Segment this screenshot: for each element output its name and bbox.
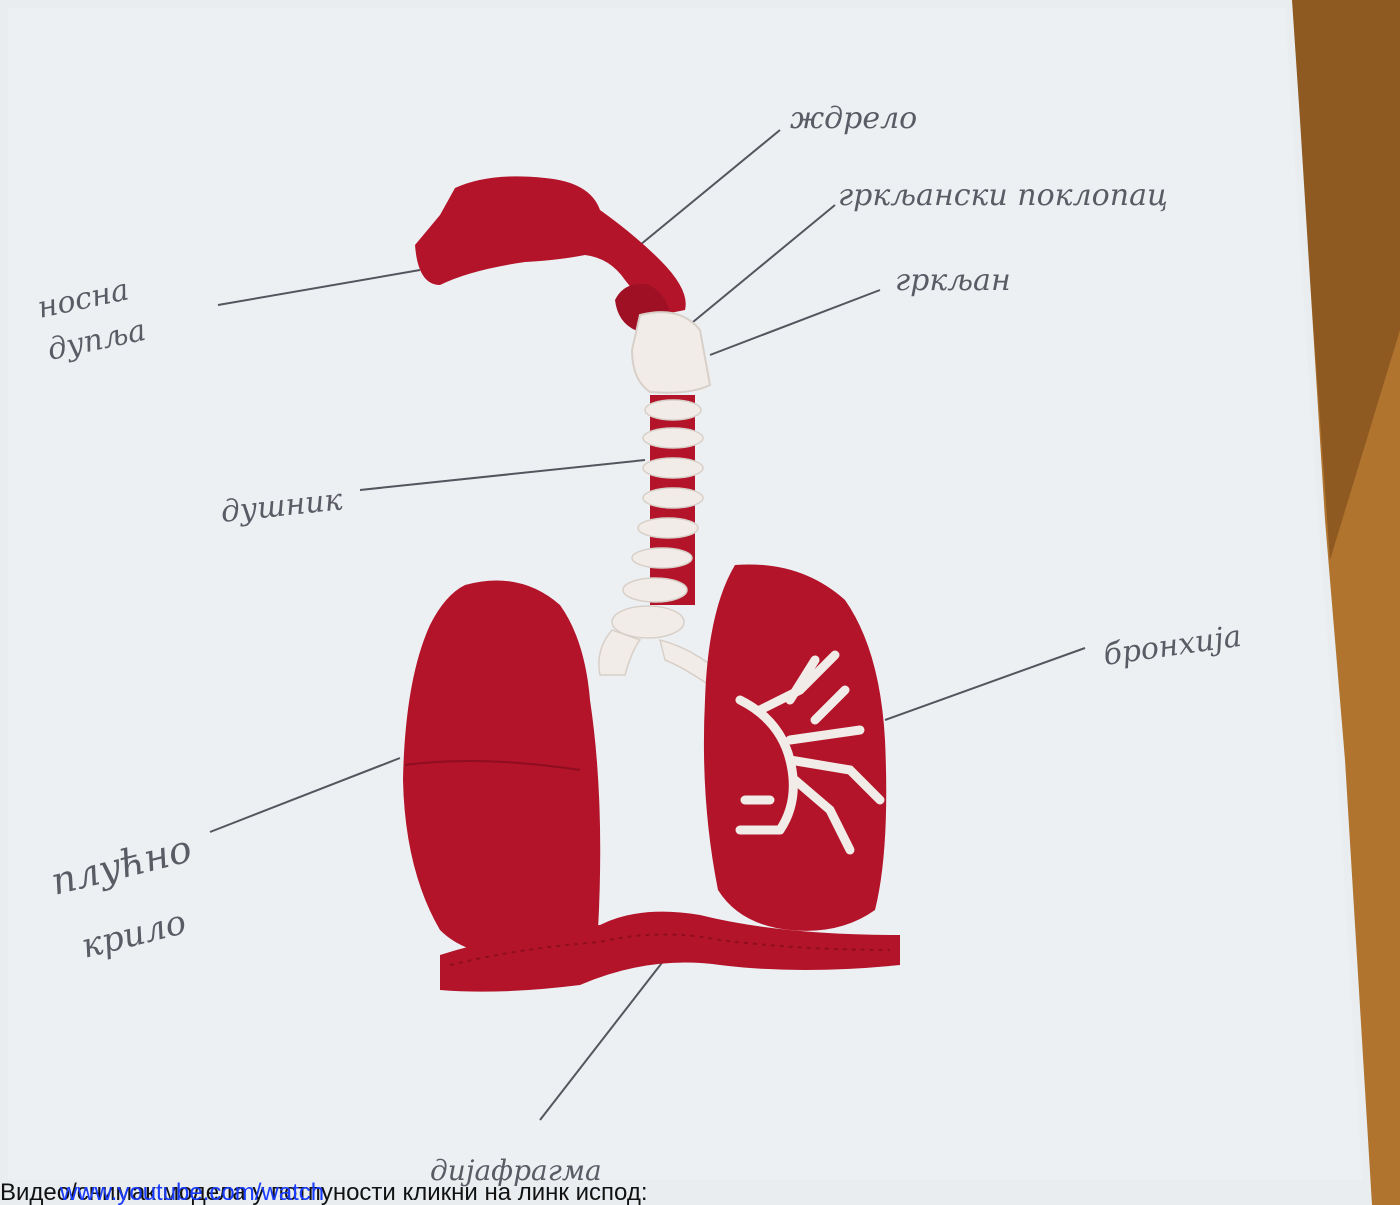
caption-link[interactable]: www.youtube.com/watch xyxy=(60,1181,324,1205)
caption-bar: Видео/снимак модела у потпуности кликни … xyxy=(0,1181,1400,1205)
label-epiglottis: гркљански поклопац xyxy=(838,178,1168,213)
label-larynx: гркљан xyxy=(895,263,1011,298)
label-pharynx: ждрело xyxy=(790,101,917,136)
left-lung-clay xyxy=(403,581,600,956)
